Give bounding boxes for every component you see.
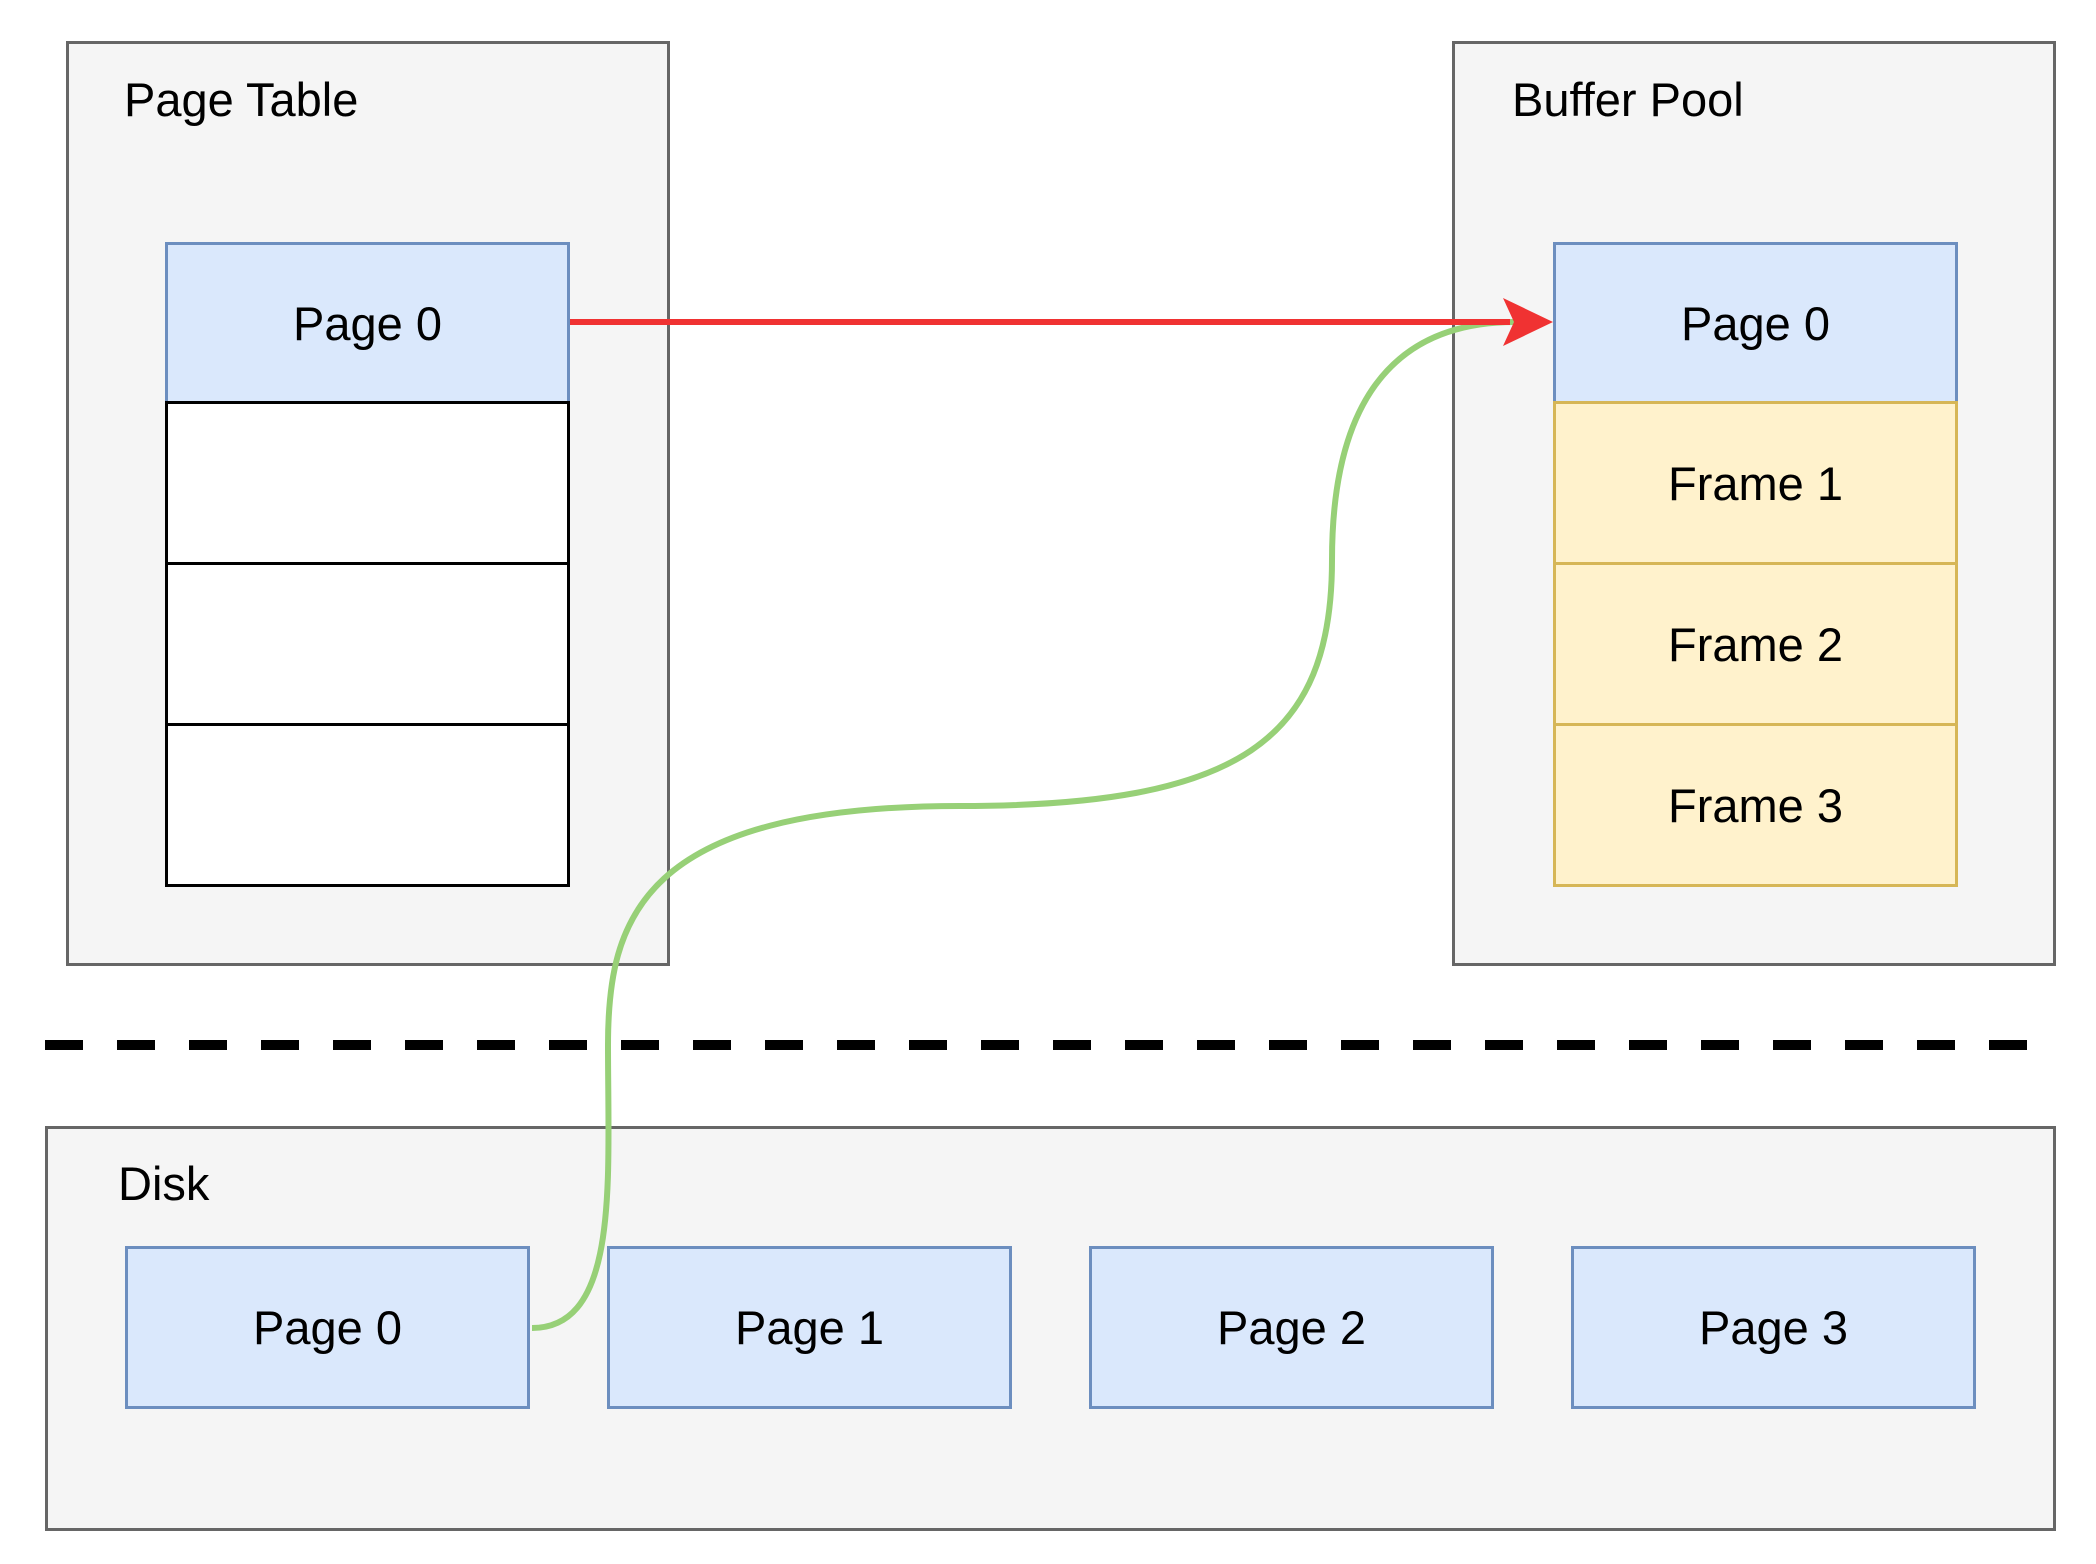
page-table-entry-3 (165, 723, 570, 887)
disk-page-0: Page 0 (125, 1246, 530, 1409)
load-from-disk-curve (531, 319, 1516, 1331)
disk-page-2: Page 2 (1089, 1246, 1494, 1409)
page-table-title: Page Table (124, 73, 359, 126)
page-table-entry-1 (165, 401, 570, 565)
buffer-pool-frame-3: Frame 3 (1553, 723, 1958, 887)
disk-page-1: Page 1 (607, 1246, 1012, 1409)
buffer-pool-frame-1: Frame 1 (1553, 401, 1958, 565)
pointer-arrowhead (1503, 298, 1553, 346)
disk-title: Disk (118, 1157, 210, 1210)
disk-page-3: Page 3 (1571, 1246, 1976, 1409)
buffer-pool-title: Buffer Pool (1512, 73, 1744, 126)
